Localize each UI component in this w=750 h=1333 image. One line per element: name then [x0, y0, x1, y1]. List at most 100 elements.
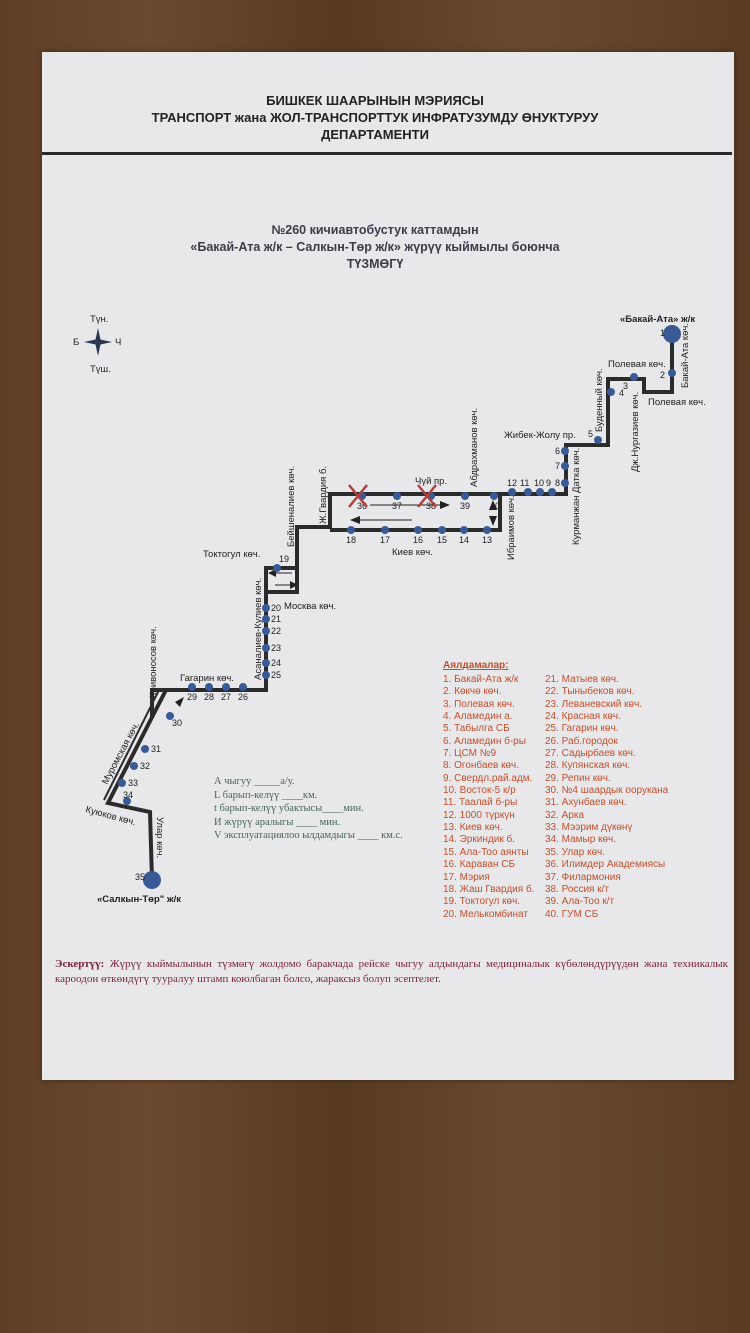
stop-marker — [381, 526, 389, 534]
street-label: Бейшеналиев көч. — [286, 466, 297, 547]
legend-column-2: 21. Матыев көч.22. Тыныбеков көч.23. Лев… — [545, 674, 669, 921]
stop-marker — [262, 659, 270, 667]
stop-marker — [561, 462, 569, 470]
legend-item: 23. Леваневский көч. — [545, 698, 643, 710]
stop-number: 25 — [271, 670, 281, 680]
stop-marker — [668, 369, 676, 377]
stop-number: 11 — [520, 478, 529, 488]
legend-item: 30. №4 шаардык оорукана — [545, 785, 669, 797]
header-line-3: ДЕПАРТАМЕНТИ — [321, 127, 429, 142]
stop-number: 16 — [413, 535, 423, 545]
stop-number: 26 — [238, 692, 248, 702]
stop-number: 18 — [346, 535, 356, 545]
street-label: Киев көч. — [392, 547, 433, 558]
legend-item: 37. Филармония — [545, 871, 621, 883]
stop-number: 37 — [392, 501, 402, 511]
street-label: Токтогул көч. — [203, 549, 260, 560]
header-divider — [42, 152, 732, 155]
stop-marker — [607, 388, 615, 396]
stop-marker — [130, 762, 138, 770]
stop-marker — [663, 325, 681, 343]
cancelled-stop-cross-icon — [348, 484, 368, 508]
stop-number: 27 — [221, 692, 231, 702]
street-label: Жибек-Жолу пр. — [504, 430, 576, 441]
stop-number: 7 — [555, 461, 560, 471]
stop-number: 21 — [271, 614, 281, 624]
legend-item: 22. Тыныбеков көч. — [545, 686, 635, 698]
terminal-end-label: «Салкын-Төр" ж/к — [97, 894, 181, 905]
legend-item: 14. Эркиндик б. — [443, 834, 515, 846]
street-label: Гагарин көч. — [180, 673, 234, 684]
stop-marker — [594, 436, 602, 444]
stop-number: 35 — [135, 872, 145, 882]
stop-marker — [630, 373, 638, 381]
stop-marker — [414, 526, 422, 534]
legend-item: 5. Табылга СБ — [443, 723, 510, 735]
street-label: Бакай-Ата көч. — [680, 323, 691, 388]
legend-item: 2. Көкчө көч. — [443, 686, 502, 698]
header: БИШКЕК ШААРЫНЫН МЭРИЯСЫ ТРАНСПОРТ жана Ж… — [0, 92, 750, 143]
title-line-1: №260 кичиавтобустук каттамдын — [271, 223, 479, 237]
compass-east: Ч — [115, 337, 121, 348]
stop-number: 2 — [660, 370, 665, 380]
remark: Эскертүү: Жүрүү кыймылынын түзмөгү жолдо… — [55, 957, 728, 987]
street-label: Асаналиев-Кулиев көч. — [253, 578, 264, 680]
legend-item: 27. Садырбаев көч. — [545, 748, 636, 760]
stop-number: 22 — [271, 626, 281, 636]
legend-item: 32. Арка — [545, 809, 585, 821]
stop-marker — [438, 526, 446, 534]
stop-number: 10 — [534, 478, 544, 488]
legend-item: 21. Матыев көч. — [545, 674, 619, 685]
header-line-2: ТРАНСПОРТ жана ЖОЛ-ТРАНСПОРТТУК ИНФРАТУЗ… — [151, 110, 599, 125]
street-label: Абдрахманов көч. — [469, 408, 480, 487]
stop-number: 33 — [128, 778, 138, 788]
stop-number: 3 — [623, 381, 628, 391]
stop-number: 40 — [490, 501, 500, 511]
stop-number: 38 — [426, 501, 436, 511]
street-label: Ж.Гвардия б. — [318, 466, 329, 524]
legend-item: 4. Аламедин а. — [443, 711, 513, 723]
legend-item: 7. ЦСМ №9 — [443, 748, 497, 760]
parameter-line: V эксплуатациялоо ылдамдыгы ____ км.с. — [214, 830, 403, 841]
stop-number: 12 — [507, 478, 517, 488]
stop-marker — [262, 604, 270, 612]
stop-number: 8 — [555, 478, 560, 488]
stop-marker — [143, 871, 161, 889]
legend-item: 13. Киев көч. — [443, 822, 503, 834]
stop-marker — [239, 683, 247, 691]
stop-number: 19 — [279, 554, 289, 564]
stop-marker — [262, 627, 270, 635]
stop-marker — [262, 644, 270, 652]
stop-number: 32 — [140, 761, 150, 771]
legend-item: 15. Ала-Тоо аянты — [443, 846, 529, 858]
title-line-3: ТҮЗМӨГҮ — [346, 257, 404, 271]
street-label: Полевая көч. — [608, 359, 666, 370]
legend-item: 20. Мелькомбинат — [443, 908, 528, 920]
legend-title: Аялдамалар: — [443, 660, 509, 671]
legend-item: 3. Полевая көч. — [443, 698, 515, 710]
compass-north: Түн. — [90, 314, 108, 325]
stop-marker — [188, 683, 196, 691]
street-label: Дж.Нургазиев көч. — [630, 392, 641, 472]
stop-number: 30 — [172, 718, 182, 728]
route-parameters: А чыгуу _____а/у.L барып-келүү ____км.t … — [214, 775, 403, 843]
stop-number: 5 — [588, 429, 593, 439]
remark-label: Эскертүү: — [55, 958, 105, 970]
stop-number: 6 — [555, 446, 560, 456]
title-line-2: «Бакай-Ата ж/к – Салкын-Төр ж/к» жүрүү к… — [190, 240, 560, 254]
stop-number: 15 — [437, 535, 447, 545]
legend-item: 12. 1000 түркүн — [443, 809, 515, 821]
stop-marker — [393, 492, 401, 500]
street-label: Кривоносов көч. — [148, 626, 159, 698]
remark-text: Жүрүү кыймылынын түзмөгү жолдомо баракча… — [55, 958, 728, 985]
stop-marker — [262, 615, 270, 623]
legend-item: 6. Аламедин б-ры — [443, 735, 526, 747]
legend-item: 24. Красная көч. — [545, 711, 621, 723]
stop-number: 23 — [271, 643, 281, 653]
stop-number: 39 — [460, 501, 470, 511]
document-title: №260 кичиавтобустук каттамдын «Бакай-Ата… — [0, 222, 750, 273]
legend-item: 11. Таалай б-ры — [443, 797, 518, 809]
stop-number: 9 — [546, 478, 551, 488]
